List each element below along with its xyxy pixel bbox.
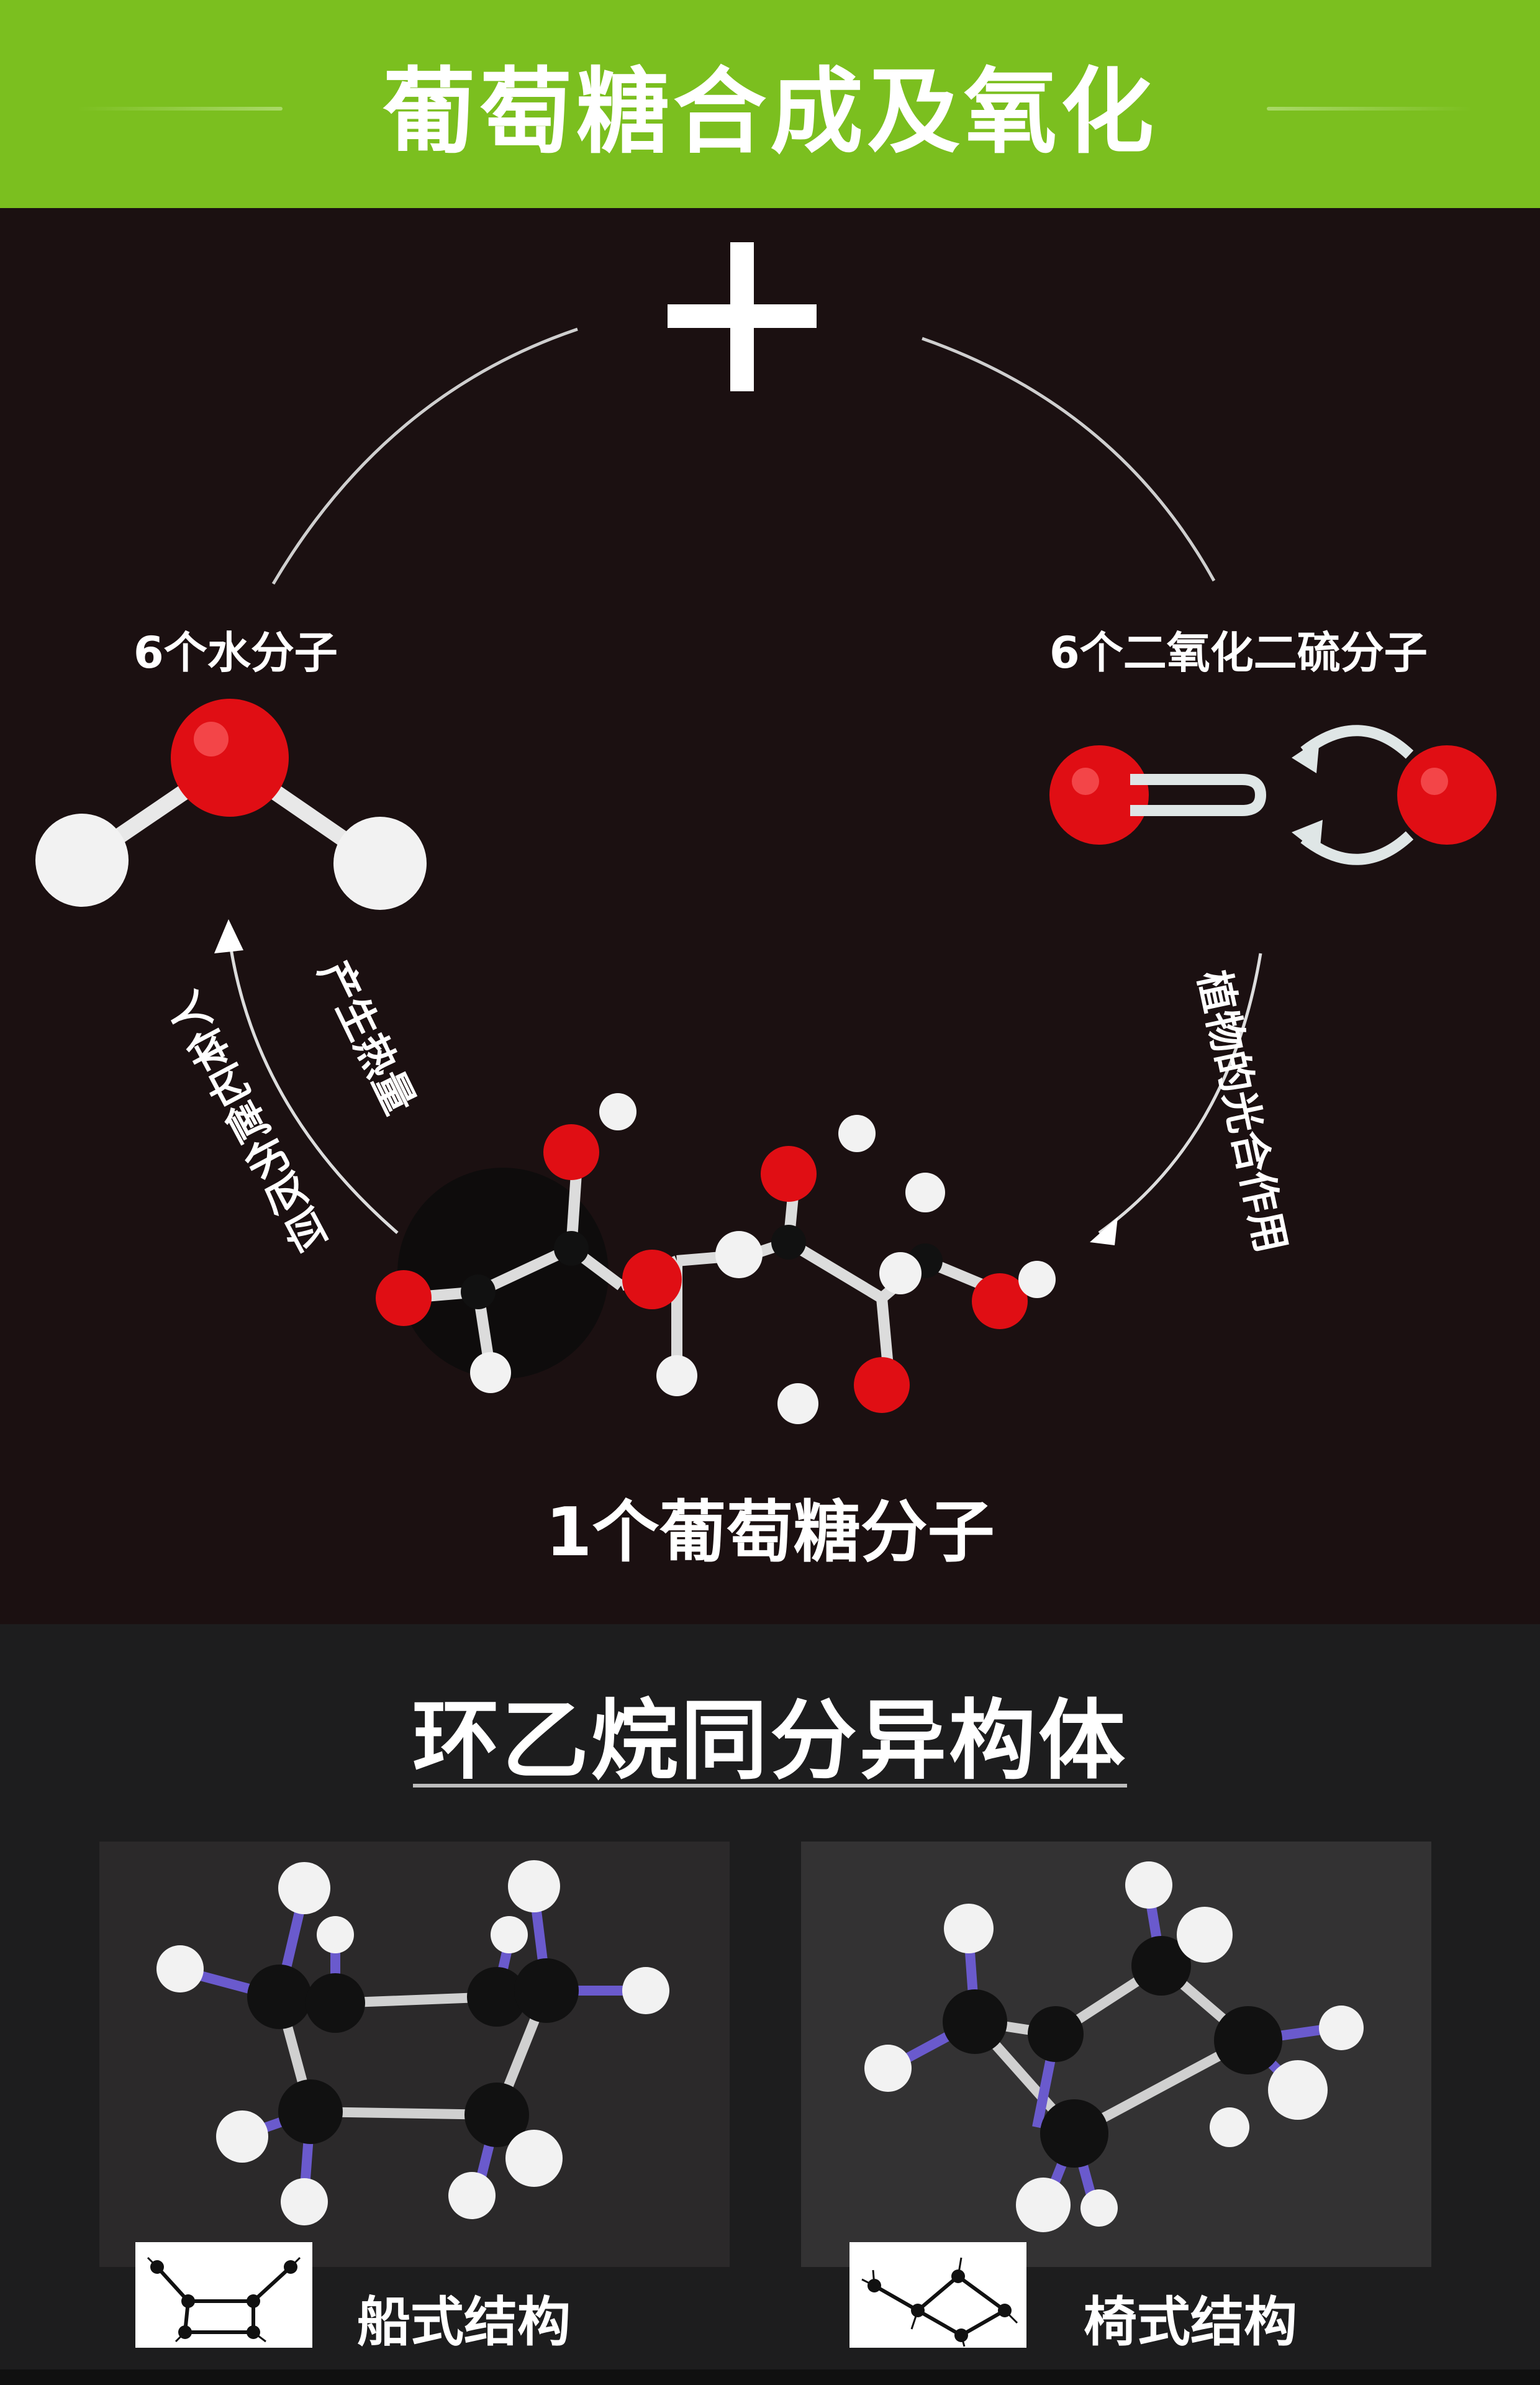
- page-title: 葡萄糖合成及氧化: [382, 58, 1157, 166]
- dioxide-molecule-label: 6个二氧化二硫分子: [1049, 627, 1428, 678]
- isomer-section-title: 环乙烷同分异构体: [412, 1691, 1128, 1792]
- arc-photosynthesis: [1098, 953, 1262, 1235]
- boat-conformation-photo: [99, 1842, 730, 2267]
- arrowhead-photosynthesis: [1090, 1217, 1118, 1245]
- boat-structure-caption: 船式结构: [357, 2291, 571, 2353]
- dioxide-molecule-model: [1049, 725, 1497, 865]
- cycle-panel: [0, 208, 1540, 1624]
- isomer-title-underline: [413, 1784, 1127, 1788]
- chair-conformation-photo: [801, 1842, 1431, 2267]
- glucose-molecule-model: [376, 1093, 1056, 1424]
- banner-decoration-line-left: [78, 107, 283, 111]
- water-molecule-model: [35, 699, 427, 910]
- arc-heat: [228, 940, 399, 1234]
- arrowhead-heat: [214, 919, 243, 953]
- cycle-arrows-diagram: [214, 242, 1262, 1245]
- boat-model-image: [99, 1842, 730, 2267]
- boat-schematic-icon: [147, 2256, 301, 2343]
- boat-structure-diagram: [135, 2242, 312, 2348]
- water-molecule-label: 6个水分子: [134, 627, 338, 678]
- arc-top-left: [271, 327, 578, 585]
- arc-top-right: [922, 337, 1216, 582]
- chair-structure-caption: 椅式结构: [1084, 2291, 1297, 2353]
- footer-strip: [0, 2369, 1540, 2385]
- chair-schematic-icon: [861, 2257, 1018, 2347]
- title-banner: [0, 0, 1540, 208]
- chair-structure-diagram: [849, 2242, 1026, 2348]
- glucose-molecule-label: 1个葡萄糖分子: [545, 1494, 995, 1571]
- banner-decoration-line-right: [1267, 107, 1472, 111]
- plus-sign-vertical: [730, 242, 754, 391]
- chair-model-image: [801, 1842, 1431, 2267]
